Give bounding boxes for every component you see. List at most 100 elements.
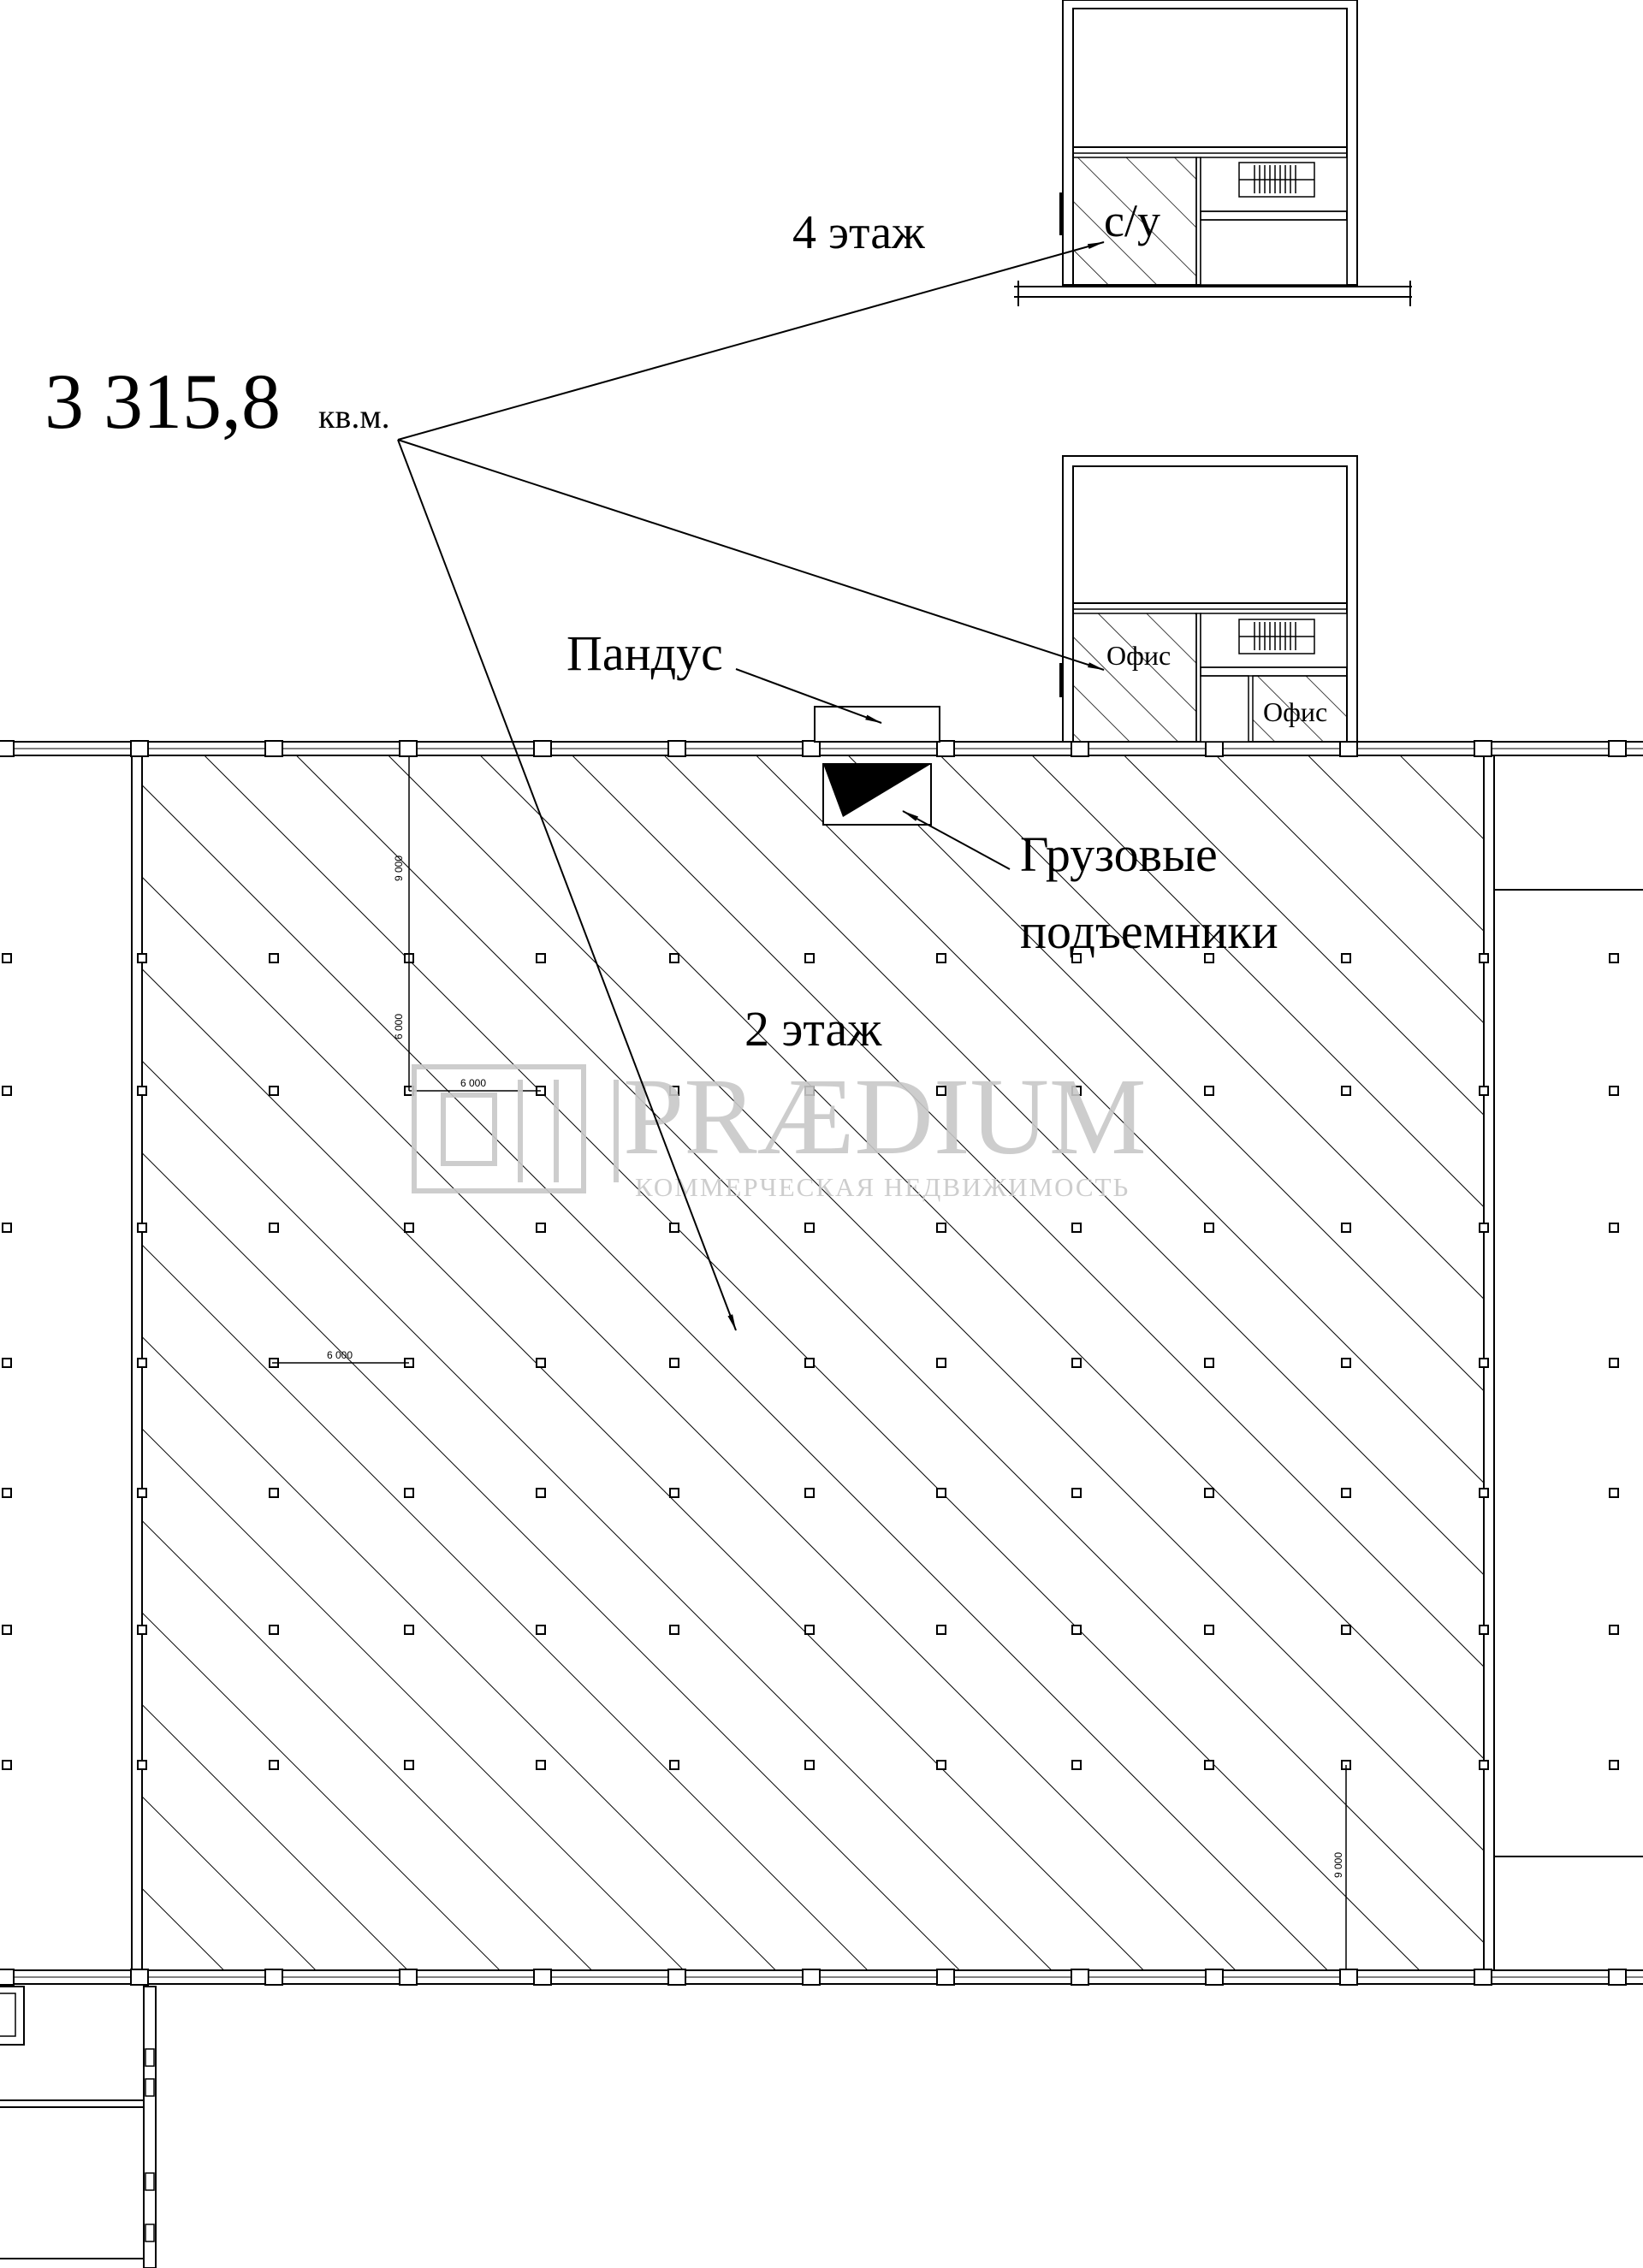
wall-post — [802, 1969, 821, 1986]
column-marker — [1341, 1488, 1351, 1498]
column-marker — [269, 1760, 279, 1770]
wall-post — [667, 1969, 686, 1986]
wall-post — [1608, 740, 1627, 757]
column-marker — [536, 1760, 546, 1770]
wall-post — [1474, 740, 1492, 757]
core-2nd-floor — [1059, 455, 1358, 743]
office-label-2: Офис — [1263, 696, 1327, 727]
freight-lifts — [822, 763, 932, 826]
office-room-1 — [1072, 613, 1197, 743]
lower-left-rooms — [0, 1986, 157, 2268]
wall-post — [399, 740, 418, 757]
column-marker — [1204, 1488, 1214, 1498]
column-marker — [804, 1625, 815, 1635]
column-marker — [1204, 1625, 1214, 1635]
column-marker — [137, 1086, 147, 1096]
column-marker — [1204, 1760, 1214, 1770]
column-marker — [804, 1223, 815, 1233]
stair-treads-4th — [1254, 165, 1296, 193]
column-marker — [1071, 1625, 1082, 1635]
column-marker — [1204, 953, 1214, 963]
column-grid — [2, 953, 1619, 1770]
column-marker — [804, 1086, 815, 1096]
freight-lifts-label-1: Грузовые — [1020, 826, 1218, 882]
floor-2-label: 2 этаж — [744, 1001, 882, 1057]
column-marker — [1341, 1358, 1351, 1368]
column-marker — [1204, 1223, 1214, 1233]
column-marker — [804, 1488, 815, 1498]
column-marker — [2, 1086, 12, 1096]
main-hall — [0, 741, 1643, 1985]
column-marker — [2, 1358, 12, 1368]
wall-post — [130, 1969, 149, 1986]
wall-post — [936, 740, 955, 757]
wc-label: с/у — [1104, 195, 1160, 246]
wall-post — [1339, 740, 1358, 757]
column-marker — [1479, 1760, 1489, 1770]
column-marker — [669, 1358, 679, 1368]
column-marker — [137, 1358, 147, 1368]
area-unit: кв.м. — [318, 397, 390, 435]
wall-post — [264, 1969, 283, 1986]
column-marker — [137, 1488, 147, 1498]
wall-post — [1071, 1969, 1089, 1986]
wall-post — [936, 1969, 955, 1986]
column-marker — [1609, 1358, 1619, 1368]
watermark-tagline: КОММЕРЧЕСКАЯ НЕДВИЖИМОСТЬ — [635, 1172, 1130, 1202]
area-value: 3 315,8 — [44, 358, 281, 445]
column-marker — [1479, 1086, 1489, 1096]
column-marker — [1609, 1086, 1619, 1096]
column-marker — [536, 1358, 546, 1368]
column-marker — [1204, 1358, 1214, 1368]
column-marker — [1479, 1488, 1489, 1498]
wall-post — [667, 740, 686, 757]
column-marker — [404, 1760, 414, 1770]
column-marker — [669, 1760, 679, 1770]
column-marker — [536, 1625, 546, 1635]
office-room-2 — [1252, 675, 1348, 743]
column-marker — [137, 1625, 147, 1635]
core-4th-floor — [1014, 0, 1412, 306]
wall-post — [0, 740, 15, 757]
column-marker — [1341, 1223, 1351, 1233]
wall-post — [1205, 1969, 1224, 1986]
column-marker — [1479, 1358, 1489, 1368]
floor-4-label: 4 этаж — [792, 206, 925, 259]
column-marker — [804, 1358, 815, 1368]
window-frame — [145, 2078, 155, 2097]
wall-post — [264, 740, 283, 757]
wall-post — [1071, 740, 1089, 757]
column-marker — [269, 1625, 279, 1635]
office-label-1: Офис — [1106, 640, 1171, 671]
column-marker — [404, 1488, 414, 1498]
dimension-lines — [272, 755, 1347, 1970]
stair-treads-2nd — [1254, 622, 1296, 650]
column-marker — [536, 1223, 546, 1233]
column-marker — [1204, 1086, 1214, 1096]
watermark: PRÆDIUM КОММЕРЧЕСКАЯ НЕДВИЖИМОСТЬ — [412, 1056, 1147, 1202]
column-marker — [137, 1223, 147, 1233]
column-marker — [1071, 1760, 1082, 1770]
column-marker — [269, 1488, 279, 1498]
column-marker — [669, 1223, 679, 1233]
column-marker — [1071, 1223, 1082, 1233]
dim-9000-left: 9 000 — [393, 856, 405, 881]
column-marker — [1071, 1488, 1082, 1498]
window-frame — [145, 2048, 155, 2067]
leader-lines — [397, 241, 1105, 1331]
column-marker — [936, 1488, 946, 1498]
column-marker — [936, 1223, 946, 1233]
column-marker — [1479, 953, 1489, 963]
column-marker — [2, 1488, 12, 1498]
column-marker — [804, 1760, 815, 1770]
wall-post — [533, 740, 552, 757]
dim-6000-horizontal: 6 000 — [460, 1077, 486, 1089]
column-marker — [1609, 1223, 1619, 1233]
column-marker — [1479, 1223, 1489, 1233]
wall-post — [130, 740, 149, 757]
column-marker — [1609, 1760, 1619, 1770]
column-marker — [137, 953, 147, 963]
column-marker — [936, 1760, 946, 1770]
column-marker — [1609, 1488, 1619, 1498]
